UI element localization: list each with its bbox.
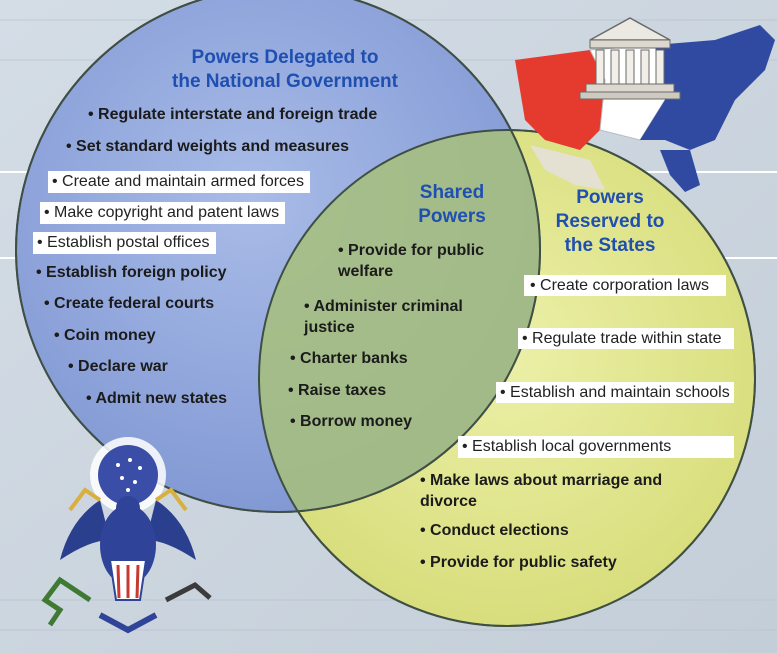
states-heading: Powers Reserved to the States bbox=[530, 186, 690, 258]
shared-heading-line2: Powers bbox=[418, 206, 486, 227]
national-item: • Establish foreign policy bbox=[36, 264, 227, 281]
national-item: • Declare war bbox=[68, 358, 168, 375]
national-heading: Powers Delegated to the National Governm… bbox=[135, 46, 435, 94]
eagle-seal-icon bbox=[41, 437, 212, 634]
capitol-building-icon bbox=[579, 17, 681, 100]
states-item: • Establish and maintain schools bbox=[496, 382, 734, 403]
states-item: • Establish local governments bbox=[458, 436, 734, 458]
national-item: • Establish postal offices bbox=[33, 232, 216, 254]
states-item: • Conduct elections bbox=[420, 522, 569, 539]
states-heading-line1: Powers bbox=[576, 187, 644, 208]
states-heading-line3: the States bbox=[564, 235, 656, 256]
national-item: • Regulate interstate and foreign trade bbox=[88, 106, 378, 123]
shared-item: • Borrow money bbox=[290, 413, 413, 430]
national-item: • Create and maintain armed forces bbox=[48, 171, 310, 193]
national-item: • Set standard weights and measures bbox=[66, 138, 350, 155]
shared-heading-line1: Shared bbox=[419, 182, 485, 203]
national-heading-line1: Powers Delegated to bbox=[191, 47, 379, 68]
national-heading-line2: the National Government bbox=[172, 71, 398, 92]
shared-item: • Provide for public welfare bbox=[338, 242, 485, 280]
national-item: • Coin money bbox=[54, 327, 156, 344]
national-item: • Create federal courts bbox=[44, 295, 215, 312]
states-item: • Create corporation laws bbox=[524, 275, 726, 296]
states-item: • Provide for public safety bbox=[420, 554, 617, 571]
shared-item: • Raise taxes bbox=[288, 382, 387, 399]
usa-map-icon bbox=[515, 25, 775, 192]
states-item: • Regulate trade within state bbox=[518, 328, 734, 349]
national-item: • Admit new states bbox=[86, 390, 228, 407]
states-item: • Make laws about marriage and divorce bbox=[420, 472, 663, 510]
states-heading-line2: Reserved to bbox=[555, 211, 665, 232]
shared-item: • Charter banks bbox=[290, 350, 408, 367]
shared-item: • Administer criminal justice bbox=[304, 298, 463, 336]
shared-heading: Shared Powers bbox=[402, 181, 502, 229]
national-item: • Make copyright and patent laws bbox=[40, 202, 286, 224]
